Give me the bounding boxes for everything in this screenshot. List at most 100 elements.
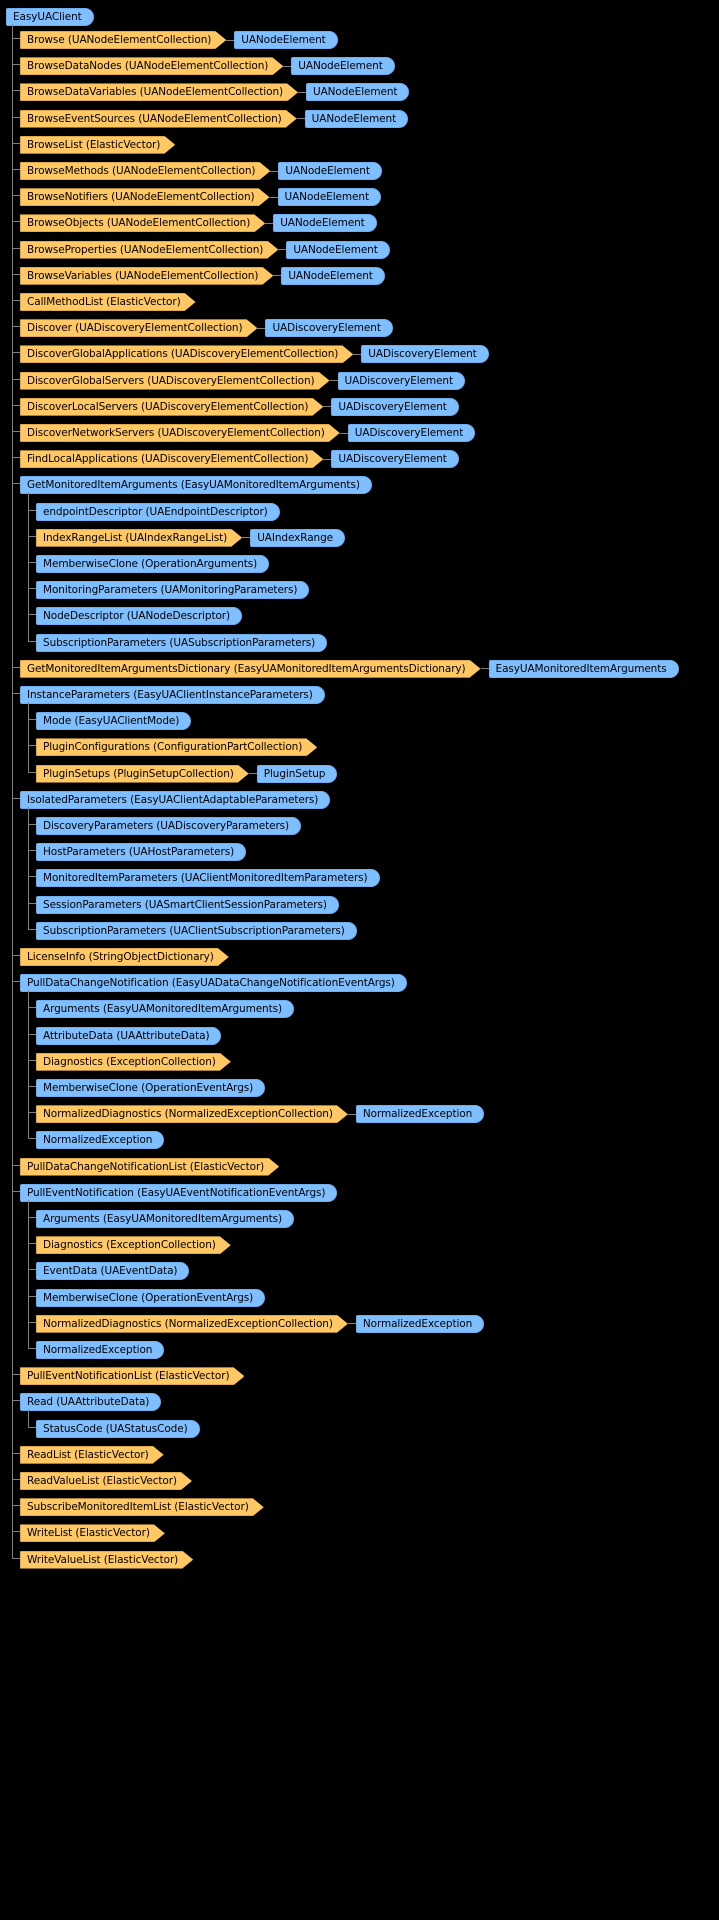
node-uadiscovery-element-target[interactable]: UADiscoveryElement: [331, 450, 459, 469]
graph-node-row: BrowseDataVariables (UANodeElementCollec…: [20, 81, 410, 103]
node-uadiscovery-element-target[interactable]: UADiscoveryElement: [337, 371, 465, 390]
node-uadiscovery-element-target[interactable]: UADiscoveryElement: [361, 345, 489, 364]
node-normalized-exception-target[interactable]: NormalizedException: [355, 1105, 485, 1124]
node-browse-variables[interactable]: BrowseVariables (UANodeElementCollection…: [20, 267, 273, 285]
node-uanode-element-target[interactable]: UANodeElement: [306, 83, 410, 102]
node-label: NormalizedDiagnostics (NormalizedExcepti…: [43, 1108, 333, 1121]
node-write-list[interactable]: WriteList (ElasticVector): [20, 1524, 165, 1542]
node-memberwise-clone[interactable]: MemberwiseClone (OperationEventArgs): [36, 1079, 266, 1097]
node-browse-notifiers[interactable]: BrowseNotifiers (UANodeElementCollection…: [20, 188, 270, 206]
node-endpoint-descriptor[interactable]: endpointDescriptor (UAEndpointDescriptor…: [36, 502, 280, 521]
node-uanode-element-target[interactable]: UANodeElement: [286, 240, 390, 259]
node-pull-data-change-notification[interactable]: PullDataChangeNotification (EasyUADataCh…: [20, 974, 407, 993]
node-label: UANodeElement: [293, 243, 378, 256]
node-plugin-setup-target[interactable]: PluginSetup: [256, 764, 338, 783]
node-uadiscovery-element-target[interactable]: UADiscoveryElement: [265, 319, 393, 338]
node-index-range-list[interactable]: IndexRangeList (UAIndexRangeList): [36, 529, 242, 547]
node-browse-methods[interactable]: BrowseMethods (UANodeElementCollection): [20, 162, 270, 180]
node-discover-global-servers[interactable]: DiscoverGlobalServers (UADiscoveryElemen…: [20, 372, 330, 390]
node-session-parameters[interactable]: SessionParameters (UASmartClientSessionP…: [36, 895, 339, 914]
node-get-monitored-item-arguments-dictionary[interactable]: GetMonitoredItemArgumentsDictionary (Eas…: [20, 660, 481, 678]
node-browse-event-sources[interactable]: BrowseEventSources (UANodeElementCollect…: [20, 110, 297, 128]
node-isolated-parameters[interactable]: IsolatedParameters (EasyUAClientAdaptabl…: [20, 790, 331, 809]
node-uanode-element-target[interactable]: UANodeElement: [234, 31, 338, 49]
node-pull-event-notification-list[interactable]: PullEventNotificationList (ElasticVector…: [20, 1367, 244, 1385]
node-monitoring-parameters[interactable]: MonitoringParameters (UAMonitoringParame…: [36, 581, 310, 600]
node-uanode-element-target[interactable]: UANodeElement: [304, 109, 409, 128]
node-find-local-applications[interactable]: FindLocalApplications (UADiscoveryElemen…: [20, 450, 323, 468]
node-uanode-element-target[interactable]: UANodeElement: [281, 266, 385, 285]
node-normalized-diagnostics[interactable]: NormalizedDiagnostics (NormalizedExcepti…: [36, 1315, 348, 1333]
node-memberwise-clone[interactable]: MemberwiseClone (OperationEventArgs): [36, 1288, 266, 1307]
node-label: BrowseDataVariables (UANodeElementCollec…: [27, 86, 283, 99]
node-uadiscovery-element-target[interactable]: UADiscoveryElement: [347, 424, 476, 442]
node-event-data[interactable]: EventData (UAEventData): [36, 1262, 190, 1281]
node-diagnostics[interactable]: Diagnostics (ExceptionCollection): [36, 1236, 231, 1254]
node-browse-list[interactable]: BrowseList (ElasticVector): [20, 136, 175, 154]
node-discovery-parameters[interactable]: DiscoveryParameters (UADiscoveryParamete…: [36, 817, 302, 835]
edge-connector: [257, 327, 266, 329]
node-easyuaclient-root[interactable]: EasyUAClient: [6, 8, 94, 26]
graph-node-row: WriteList (ElasticVector): [20, 1522, 165, 1544]
node-browse[interactable]: Browse (UANodeElementCollection): [20, 31, 226, 49]
node-memberwise-clone[interactable]: MemberwiseClone (OperationArguments): [36, 555, 270, 573]
node-browse-data-nodes[interactable]: BrowseDataNodes (UANodeElementCollection…: [20, 57, 283, 75]
node-license-info[interactable]: LicenseInfo (StringObjectDictionary): [20, 948, 229, 966]
graph-node-row: DiscoveryParameters (UADiscoveryParamete…: [36, 815, 302, 837]
node-label: BrowseObjects (UANodeElementCollection): [27, 217, 251, 230]
node-node-descriptor[interactable]: NodeDescriptor (UANodeDescriptor): [36, 607, 242, 626]
node-uaindex-range-target[interactable]: UAIndexRange: [250, 528, 346, 547]
node-label: Arguments (EasyUAMonitoredItemArguments): [43, 1213, 282, 1225]
node-subscribe-monitored-item-list[interactable]: SubscribeMonitoredItemList (ElasticVecto…: [20, 1498, 264, 1516]
node-normalized-exception[interactable]: NormalizedException: [36, 1131, 165, 1150]
node-discover-local-servers[interactable]: DiscoverLocalServers (UADiscoveryElement…: [20, 398, 323, 416]
edge-connector: [480, 668, 489, 670]
node-subscription-parameters[interactable]: SubscriptionParameters (UAClientSubscrip…: [36, 921, 357, 940]
node-read[interactable]: Read (UAAttributeData): [20, 1393, 162, 1412]
tree-branch-level2: [28, 640, 36, 642]
node-instance-parameters[interactable]: InstanceParameters (EasyUAClientInstance…: [20, 686, 325, 704]
node-pull-event-notification[interactable]: PullEventNotification (EasyUAEventNotifi…: [20, 1183, 338, 1202]
node-read-value-list[interactable]: ReadValueList (ElasticVector): [20, 1472, 192, 1490]
node-call-method-list[interactable]: CallMethodList (ElasticVector): [20, 293, 196, 311]
node-plugin-setups[interactable]: PluginSetups (PluginSetupCollection): [36, 765, 249, 783]
graph-node-row: HostParameters (UAHostParameters): [36, 841, 247, 863]
node-label: FindLocalApplications (UADiscoveryElemen…: [27, 453, 309, 466]
node-diagnostics[interactable]: Diagnostics (ExceptionCollection): [36, 1053, 231, 1071]
node-easy-uamonitored-item-arguments-target[interactable]: EasyUAMonitoredItemArguments: [488, 659, 679, 678]
node-monitored-item-parameters[interactable]: MonitoredItemParameters (UAClientMonitor…: [36, 869, 380, 888]
node-subscription-parameters[interactable]: SubscriptionParameters (UASubscriptionPa…: [36, 633, 328, 652]
node-uanode-element-target[interactable]: UANodeElement: [277, 188, 381, 207]
node-label: SubscriptionParameters (UASubscriptionPa…: [43, 636, 316, 649]
node-label: Discover (UADiscoveryElementCollection): [27, 322, 243, 335]
node-get-monitored-item-arguments[interactable]: GetMonitoredItemArguments (EasyUAMonitor…: [20, 476, 372, 495]
node-host-parameters[interactable]: HostParameters (UAHostParameters): [36, 843, 247, 862]
node-mode[interactable]: Mode (EasyUAClientMode): [36, 712, 192, 731]
node-uadiscovery-element-target[interactable]: UADiscoveryElement: [331, 397, 459, 416]
node-plugin-configurations[interactable]: PluginConfigurations (ConfigurationPartC…: [36, 738, 317, 756]
node-browse-objects[interactable]: BrowseObjects (UANodeElementCollection): [20, 214, 265, 232]
node-discover-network-servers[interactable]: DiscoverNetworkServers (UADiscoveryEleme…: [20, 424, 340, 442]
node-discover-global-applications[interactable]: DiscoverGlobalApplications (UADiscoveryE…: [20, 345, 353, 363]
node-normalized-exception[interactable]: NormalizedException: [36, 1341, 165, 1359]
node-uanode-element-target[interactable]: UANodeElement: [278, 162, 382, 180]
node-pull-data-change-notification-list[interactable]: PullDataChangeNotificationList (ElasticV…: [20, 1158, 279, 1176]
node-uanode-element-target[interactable]: UANodeElement: [291, 57, 395, 76]
node-label: UANodeElement: [241, 34, 326, 46]
node-discover[interactable]: Discover (UADiscoveryElementCollection): [20, 319, 257, 337]
node-read-list[interactable]: ReadList (ElasticVector): [20, 1446, 164, 1464]
node-write-value-list[interactable]: WriteValueList (ElasticVector): [20, 1551, 193, 1569]
edge-connector: [269, 196, 278, 198]
node-label: UADiscoveryElement: [368, 348, 477, 361]
node-normalized-diagnostics[interactable]: NormalizedDiagnostics (NormalizedExcepti…: [36, 1105, 348, 1123]
node-uanode-element-target[interactable]: UANodeElement: [273, 214, 377, 233]
node-attribute-data[interactable]: AttributeData (UAAttributeData): [36, 1026, 222, 1045]
node-arguments[interactable]: Arguments (EasyUAMonitoredItemArguments): [36, 1210, 294, 1228]
node-browse-properties[interactable]: BrowseProperties (UANodeElementCollectio…: [20, 241, 278, 259]
node-arguments[interactable]: Arguments (EasyUAMonitoredItemArguments): [36, 1000, 294, 1019]
node-browse-data-variables[interactable]: BrowseDataVariables (UANodeElementCollec…: [20, 83, 298, 101]
node-normalized-exception-target[interactable]: NormalizedException: [355, 1314, 485, 1333]
node-label: endpointDescriptor (UAEndpointDescriptor…: [43, 505, 268, 518]
node-label: InstanceParameters (EasyUAClientInstance…: [27, 689, 313, 701]
node-status-code[interactable]: StatusCode (UAStatusCode): [36, 1419, 200, 1438]
